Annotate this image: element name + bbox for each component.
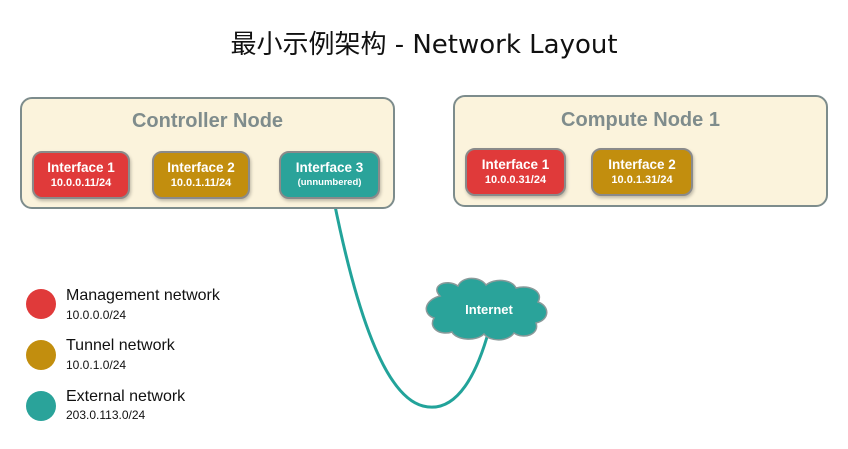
internet-cloud-icon — [425, 277, 548, 341]
interface-name: Interface 2 — [167, 160, 235, 175]
external-link-line — [332, 200, 491, 409]
interface-name: Interface 3 — [295, 160, 364, 175]
interface-address: 10.0.1.31/24 — [611, 174, 673, 186]
interface-name: Interface 1 — [47, 160, 115, 175]
interface-address: 10.0.0.31/24 — [484, 174, 547, 186]
interface-address: (unnumbered) — [297, 177, 362, 188]
diagram-title: 最小示例架构 - Network Layout — [230, 30, 618, 60]
internet-label: Internet — [465, 302, 513, 317]
legend-name-tunnel: Tunnel network — [66, 337, 175, 354]
interface-name: Interface 2 — [608, 157, 676, 172]
legend-dot-management — [26, 289, 56, 319]
compute-interface-2: Interface 2 10.0.1.31/24 — [591, 148, 693, 196]
controller-interface-3: Interface 3 (unnumbered) — [279, 151, 380, 199]
legend-cidr-external: 203.0.113.0/24 — [66, 408, 146, 422]
legend-name-external: External network — [66, 388, 186, 405]
controller-interface-1: Interface 1 10.0.0.11/24 — [32, 151, 130, 199]
interface-address: 10.0.0.11/24 — [50, 177, 112, 189]
legend-dot-external — [26, 391, 56, 421]
legend-cidr-tunnel: 10.0.1.0/24 — [66, 358, 127, 372]
compute-node: Compute Node 1 Interface 1 10.0.0.31/24 … — [453, 95, 828, 207]
legend-dot-tunnel — [26, 340, 56, 370]
interface-address: 10.0.1.11/24 — [170, 177, 232, 189]
interface-name: Interface 1 — [481, 157, 550, 172]
controller-node-title: Controller Node — [131, 110, 284, 132]
compute-interface-1: Interface 1 10.0.0.31/24 — [465, 148, 566, 196]
compute-node-title: Compute Node 1 — [561, 109, 720, 131]
legend-cidr-management: 10.0.0.0/24 — [66, 308, 127, 322]
controller-node: Controller Node Interface 1 10.0.0.11/24… — [20, 97, 395, 209]
controller-interface-2: Interface 2 10.0.1.11/24 — [152, 151, 250, 199]
legend-name-management: Management network — [66, 287, 220, 304]
